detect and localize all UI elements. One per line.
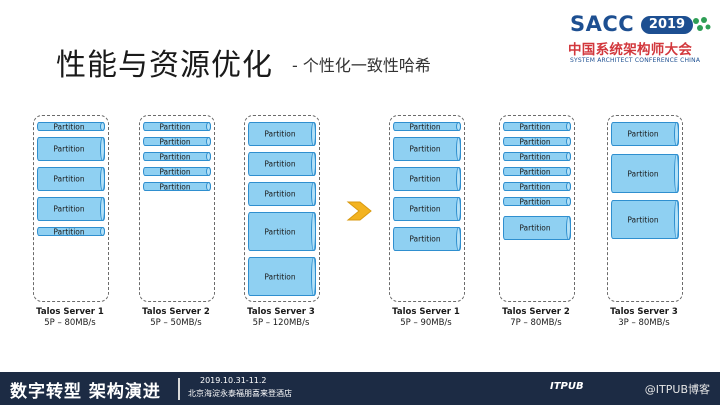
logo-name-en: SYSTEM ARCHITECT CONFERENCE CHINA bbox=[570, 57, 701, 64]
partition: Partition bbox=[393, 227, 461, 251]
partition: Partition bbox=[37, 227, 105, 236]
partition: Partition bbox=[611, 200, 679, 239]
footer-date: 2019.10.31-11.2 bbox=[200, 376, 267, 385]
after-server-3-caption: Talos Server 3 3P – 80MB/s bbox=[610, 307, 678, 328]
page-title: 性能与资源优化 bbox=[56, 48, 273, 83]
partition: Partition bbox=[248, 122, 316, 146]
after-server-1-caption: Talos Server 1 5P – 90MB/s bbox=[392, 307, 460, 328]
after-server-2: Partition Partition Partition Partition … bbox=[499, 115, 575, 302]
footer-venue: 北京海淀永泰福朋喜来登酒店 bbox=[188, 389, 292, 398]
footer-watermark: @ITPUB博客 bbox=[644, 383, 710, 396]
after-server-2-caption: Talos Server 2 7P – 80MB/s bbox=[502, 307, 570, 328]
partition: Partition bbox=[143, 152, 211, 161]
footer-divider bbox=[178, 378, 180, 400]
page-subtitle: - 个性化一致性哈希 bbox=[292, 56, 431, 75]
before-server-3: Partition Partition Partition Partition … bbox=[244, 115, 320, 302]
partition: Partition bbox=[503, 197, 571, 206]
partition: Partition bbox=[611, 154, 679, 193]
partition: Partition bbox=[37, 197, 105, 221]
partition: Partition bbox=[37, 137, 105, 161]
partition: Partition bbox=[503, 216, 571, 240]
partition: Partition bbox=[248, 257, 316, 296]
before-server-1-caption: Talos Server 1 5P – 80MB/s bbox=[36, 307, 104, 328]
partition: Partition bbox=[143, 122, 211, 131]
partition: Partition bbox=[611, 122, 679, 146]
partition: Partition bbox=[248, 212, 316, 251]
partition: Partition bbox=[37, 167, 105, 191]
footer-brand-logo: ITPUB bbox=[550, 381, 584, 392]
logo-name-cn: 中国系统架构师大会 bbox=[568, 42, 693, 58]
partition: Partition bbox=[503, 137, 571, 146]
partition: Partition bbox=[248, 152, 316, 176]
partition: Partition bbox=[393, 167, 461, 191]
partition: Partition bbox=[143, 137, 211, 146]
logo-dots-icon bbox=[693, 17, 711, 31]
before-server-2: Partition Partition Partition Partition … bbox=[139, 115, 215, 302]
before-server-3-caption: Talos Server 3 5P – 120MB/s bbox=[247, 307, 315, 328]
partition: Partition bbox=[393, 197, 461, 221]
partition: Partition bbox=[37, 122, 105, 131]
logo-year: 2019 bbox=[641, 16, 693, 34]
partition: Partition bbox=[503, 122, 571, 131]
after-server-1: Partition Partition Partition Partition … bbox=[389, 115, 465, 302]
logo-acronym: SACC bbox=[570, 12, 635, 36]
partition: Partition bbox=[503, 152, 571, 161]
partition: Partition bbox=[503, 182, 571, 191]
partition: Partition bbox=[248, 182, 316, 206]
footer-slogan: 数字转型 架构演进 bbox=[10, 382, 161, 402]
before-server-2-caption: Talos Server 2 5P – 50MB/s bbox=[142, 307, 210, 328]
partition: Partition bbox=[393, 122, 461, 131]
before-server-1: Partition Partition Partition Partition … bbox=[33, 115, 109, 302]
partition: Partition bbox=[503, 167, 571, 176]
partition: Partition bbox=[143, 167, 211, 176]
conference-logo: SACC 2019 中国系统架构师大会 SYSTEM ARCHITECT CON… bbox=[568, 12, 713, 68]
after-server-3: Partition Partition Partition bbox=[607, 115, 683, 302]
chevron-right-icon bbox=[346, 201, 372, 221]
partition: Partition bbox=[393, 137, 461, 161]
footer-bar: 数字转型 架构演进 2019.10.31-11.2 北京海淀永泰福朋喜来登酒店 … bbox=[0, 372, 720, 405]
partition: Partition bbox=[143, 182, 211, 191]
